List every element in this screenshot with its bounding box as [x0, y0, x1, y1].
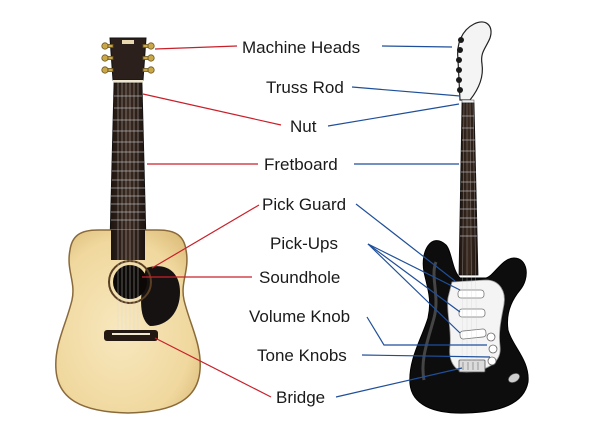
acoustic-strings: [117, 82, 139, 340]
label-pick-ups: Pick-Ups: [270, 234, 338, 253]
acoustic-headstock: [109, 37, 147, 81]
leader-pick-guard-acoustic: [151, 204, 260, 269]
label-tone-knobs: Tone Knobs: [257, 346, 347, 365]
leader-bridge-acoustic: [154, 337, 272, 398]
acoustic-guitar: [55, 37, 201, 414]
label-pick-guard: Pick Guard: [262, 195, 346, 214]
label-volume-knob: Volume Knob: [249, 307, 350, 326]
leader-volume-knob-electric: [366, 316, 487, 346]
leader-bridge-electric: [335, 367, 463, 398]
leader-nut-electric: [327, 103, 460, 127]
label-machine-heads: Machine Heads: [242, 38, 360, 57]
electric-strings: [461, 101, 478, 367]
electric-tone-knob-2: [487, 356, 497, 366]
label-truss-rod: Truss Rod: [266, 78, 344, 97]
leader-machine-heads-electric: [381, 45, 453, 48]
leader-pick-guard-electric: [355, 203, 456, 282]
label-soundhole: Soundhole: [259, 268, 340, 287]
label-nut: Nut: [290, 117, 317, 136]
acoustic-bridge: [104, 330, 158, 341]
electric-tone-knob-1: [488, 344, 498, 354]
acoustic-tuning-pegs: [101, 42, 155, 74]
acoustic-leader-lines: [142, 45, 282, 398]
leader-pick-ups-electric-1: [367, 243, 461, 291]
electric-headstock: [457, 21, 492, 101]
electric-guitar: [409, 21, 529, 414]
leader-pick-ups-electric-2: [367, 243, 461, 313]
acoustic-neck: [109, 82, 147, 241]
label-fretboard: Fretboard: [264, 155, 338, 174]
acoustic-nut: [113, 80, 143, 83]
acoustic-headstock-logo: [122, 40, 134, 44]
leader-pick-ups-electric-3: [367, 243, 461, 334]
electric-leader-lines: [327, 45, 491, 398]
leader-machine-heads-acoustic: [154, 45, 238, 50]
electric-volume-knob: [486, 332, 496, 342]
electric-output-jack: [508, 373, 520, 383]
electric-knobs: [486, 332, 498, 366]
label-bridge: Bridge: [276, 388, 325, 407]
electric-tuning-pegs: [456, 37, 464, 93]
part-labels: Machine Heads Truss Rod Nut Fretboard Pi…: [242, 38, 360, 407]
electric-pick-ups: [457, 289, 487, 340]
leader-tone-knobs-electric: [361, 354, 491, 358]
leader-truss-rod-electric: [351, 86, 461, 97]
leader-nut-acoustic: [142, 93, 282, 126]
